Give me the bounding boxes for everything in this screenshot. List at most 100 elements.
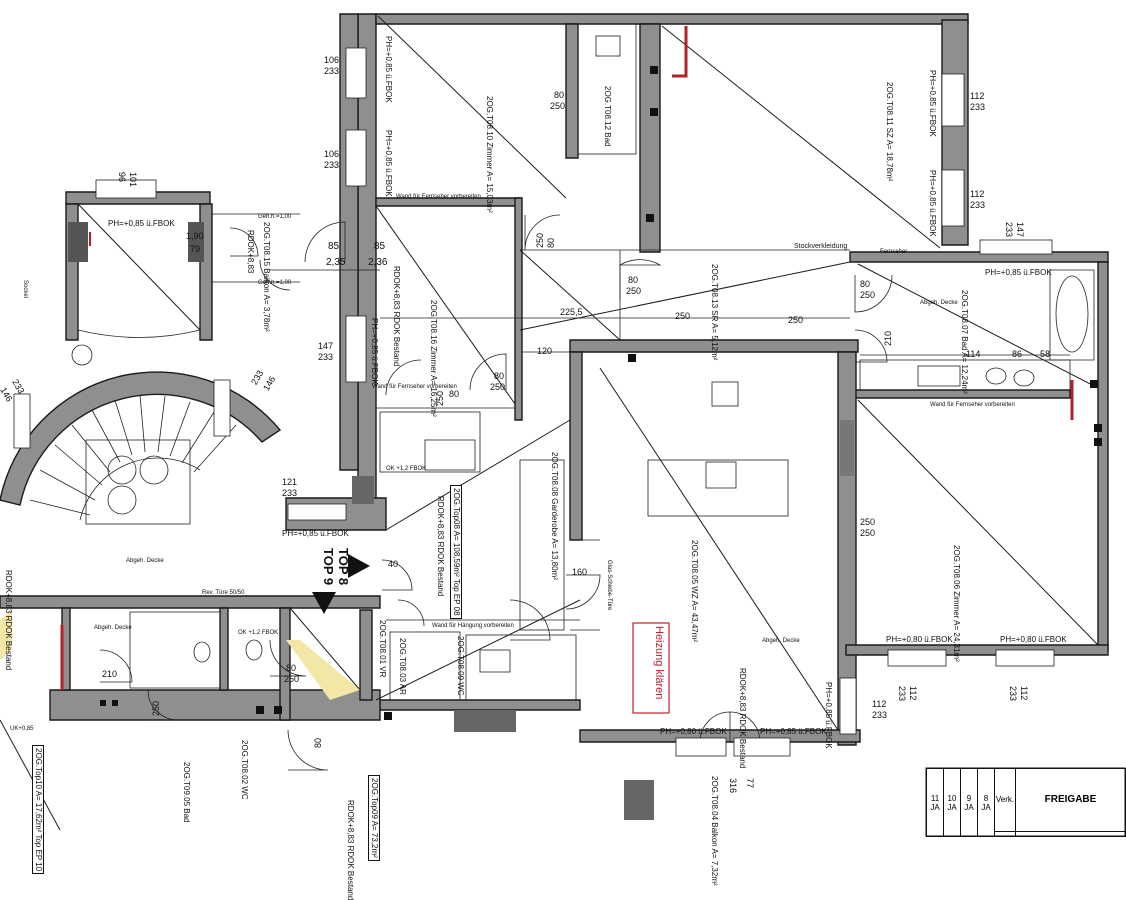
- dim-80b: 80: [628, 275, 639, 285]
- dim-250c: 250: [535, 232, 545, 248]
- note-wand-tv-3: Wand für Fernseher vorbereiten: [930, 402, 1015, 408]
- window-note-12: PH=+0,85 ü.FBOK: [108, 219, 175, 228]
- window-note-9: PH=+0,80 ü.FBOK: [660, 727, 727, 736]
- note-abgeh-decke-3: Abgeh. Decke: [762, 638, 800, 644]
- room-label-bad-07: 2OG.T08.07 Bad A= 12,24m²: [960, 290, 969, 394]
- rdok-3: RDOK+8,83 RDOK Bestand: [738, 668, 747, 769]
- dimension-lines: [212, 213, 1070, 356]
- dim-236: 2,36: [368, 257, 388, 268]
- note-glasschiebetuer: Glas-Schiebe-Türe: [606, 560, 612, 611]
- dim-80g: 80: [286, 663, 297, 673]
- dim-250k: 250: [284, 674, 300, 684]
- dim-250f: 250: [788, 315, 804, 325]
- dim-210b: 210: [102, 669, 118, 679]
- dim-233i: 233: [1008, 686, 1018, 702]
- note-stockverkleidung: Stockverkleidung: [794, 243, 848, 250]
- note-ok-fbok-2: OK +1,2 FBOK: [386, 466, 427, 472]
- dim-250h: 250: [435, 390, 445, 406]
- note-rev-tuer: Rev. Türe 50/50: [202, 590, 245, 596]
- note-wand-tv-1: Wand für Fernseher vorbereiten: [396, 194, 481, 200]
- dim-77: 77: [745, 778, 755, 789]
- window-note-11: PH=+0,85 ü.FBOK: [824, 682, 833, 749]
- dim-112c: 112: [872, 699, 887, 709]
- room-label-balkon-04: 2OG.T08.04 Balkon A= 7,32m²: [710, 776, 719, 886]
- dim-233l: 233: [282, 488, 298, 498]
- dim-233d: 233: [970, 200, 986, 210]
- dim-106b: 106: [324, 149, 340, 159]
- top9-tag: 2OG.Top09 A= 73,2m²: [368, 775, 380, 861]
- spiral-staircase: [0, 280, 282, 525]
- heizung-note: Heizung klären: [653, 626, 665, 700]
- tb-blank-2: [1015, 830, 1126, 838]
- dim-250l: 250: [151, 700, 161, 716]
- floor-plan: [0, 13, 1126, 837]
- dim-2255: 225,5: [560, 307, 583, 317]
- dim-101: 101: [128, 172, 138, 188]
- fixtures: [100, 66, 1102, 720]
- dim-233a: 233: [324, 66, 340, 76]
- window-note-3: PH=+0,85 ü.FBOK: [928, 70, 937, 137]
- note-ok-fbok: OK +1,2 FBOK: [238, 630, 279, 636]
- room-label-sr: 2OG.T08.13 SR A= 5,12m²: [710, 264, 719, 361]
- room-label-bad-t09: 2OG.T09.05 Bad: [182, 762, 191, 823]
- dim-190: 1,90: [186, 231, 204, 241]
- partitions: [129, 23, 1095, 701]
- rdok-4: RDOK+8,83: [246, 230, 255, 274]
- rdok-6: RDOK+8,83 RDOK Bestand: [346, 800, 355, 900]
- note-abgeh-decke-4: Abgeh. Decke: [920, 300, 958, 306]
- top9-label: TOP 9: [321, 548, 336, 586]
- note-geh-h: Geh.h.=1,00: [258, 214, 292, 220]
- room-label-sz: 2OG.T08.11 SZ A= 18,78m²: [885, 82, 894, 182]
- dim-147a: 147: [318, 341, 334, 351]
- dim-112e: 112: [1019, 686, 1029, 701]
- window-note-10: PH=+0,85 ü.FBOK: [760, 727, 827, 736]
- dim-235: 2,35: [326, 257, 346, 268]
- dim-250g: 250: [490, 382, 506, 392]
- dim-58: 58: [1040, 349, 1051, 359]
- dim-316: 316: [728, 778, 738, 794]
- room-label-wz: 2OG.T08.05 WZ A= 43,47m²: [690, 540, 699, 643]
- dim-112d: 112: [908, 686, 918, 701]
- red-markings: [60, 26, 1074, 714]
- hatched-elements: [0, 222, 854, 820]
- room-diagonals: [0, 15, 1099, 831]
- dim-250i: 250: [860, 517, 876, 527]
- room-label-zimmer-06: 2OG.T08.06 Zimmer A= 24,31m²: [952, 545, 961, 662]
- note-sockel: Sockel: [22, 280, 28, 299]
- doors: [99, 214, 893, 771]
- note-geh-h-2: Geh.h.=1,00: [258, 280, 292, 286]
- room-label-bad-12: 2OG.T08.12 Bad: [603, 86, 612, 147]
- window-note-2: PH=+0,85 ü.FBOK: [384, 130, 393, 197]
- room-label-wc-09: 2OG.T08.09 WC: [456, 636, 465, 696]
- room-label-ar: 2OG.T08.03 AR: [398, 638, 407, 695]
- dim-233f: 233: [1004, 222, 1014, 238]
- dim-250a: 250: [550, 101, 566, 111]
- room-label-balkon-15: 2OG.T08.15 Balkon A= 3,78m²: [262, 222, 271, 332]
- dim-233h: 233: [897, 686, 907, 702]
- note-wand-tv-2: Wand für Fernseher vorbereiten: [372, 384, 457, 390]
- room-label-garderobe: 2OG.T08.08 Garderobe A= 13,80m²: [550, 452, 559, 580]
- dim-80a: 80: [554, 90, 565, 100]
- window-note-1: PH=+0,85 ü.FBOK: [384, 36, 393, 103]
- dim-96: 96: [117, 172, 127, 183]
- dim-233e: 233: [318, 352, 334, 362]
- dim-250b: 250: [626, 286, 642, 296]
- top8-tag: 2OG.Top08 A= 108,59m² Top EP 08: [450, 485, 462, 619]
- note-haengeschrank: Wand für Hängung vorbereiten: [432, 623, 514, 629]
- room-label-vr: 2OG.T08.01 VR: [378, 620, 387, 678]
- rdok-1: RDOK+8,83 RDOK Bestand: [392, 266, 401, 367]
- dim-80e: 80: [494, 371, 505, 381]
- dim-79: 79: [190, 244, 201, 254]
- window-note-4: PH=+0,85 ü.FBOK: [928, 170, 937, 237]
- dim-147b: 147: [1015, 222, 1025, 238]
- dim-250e: 250: [675, 311, 691, 321]
- dim-80f: 80: [449, 389, 460, 399]
- tb-header: FREIGABE: [1015, 768, 1126, 832]
- top8-label: TOP 8: [336, 548, 351, 586]
- dim-80d: 80: [860, 279, 871, 289]
